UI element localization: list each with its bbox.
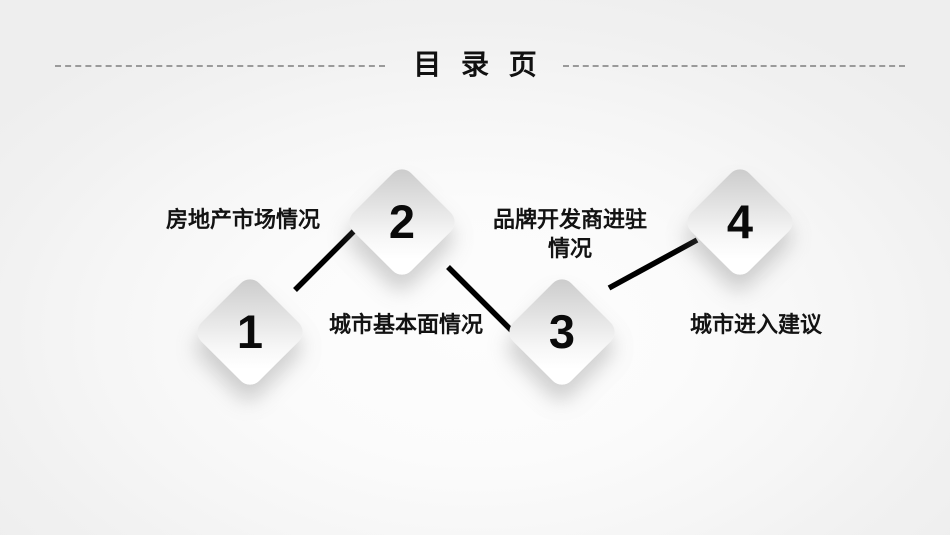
dashed-rule-right-icon bbox=[563, 65, 905, 67]
step-label-1: 房地产市场情况 bbox=[165, 207, 320, 232]
step-number-3: 3 bbox=[548, 305, 576, 358]
page-title: 目 录 页 bbox=[413, 49, 543, 80]
step-number-4: 4 bbox=[726, 195, 754, 248]
dashed-rule-left-icon bbox=[55, 65, 385, 67]
step-label-4: 城市进入建议 bbox=[689, 312, 822, 337]
step-number-2: 2 bbox=[388, 195, 416, 248]
step-number-1: 1 bbox=[236, 305, 264, 358]
slide-header: 目 录 页 bbox=[0, 38, 950, 92]
step-label-2: 城市基本面情况 bbox=[328, 312, 483, 337]
step-label-3: 品牌开发商进驻 情况 bbox=[492, 207, 647, 261]
